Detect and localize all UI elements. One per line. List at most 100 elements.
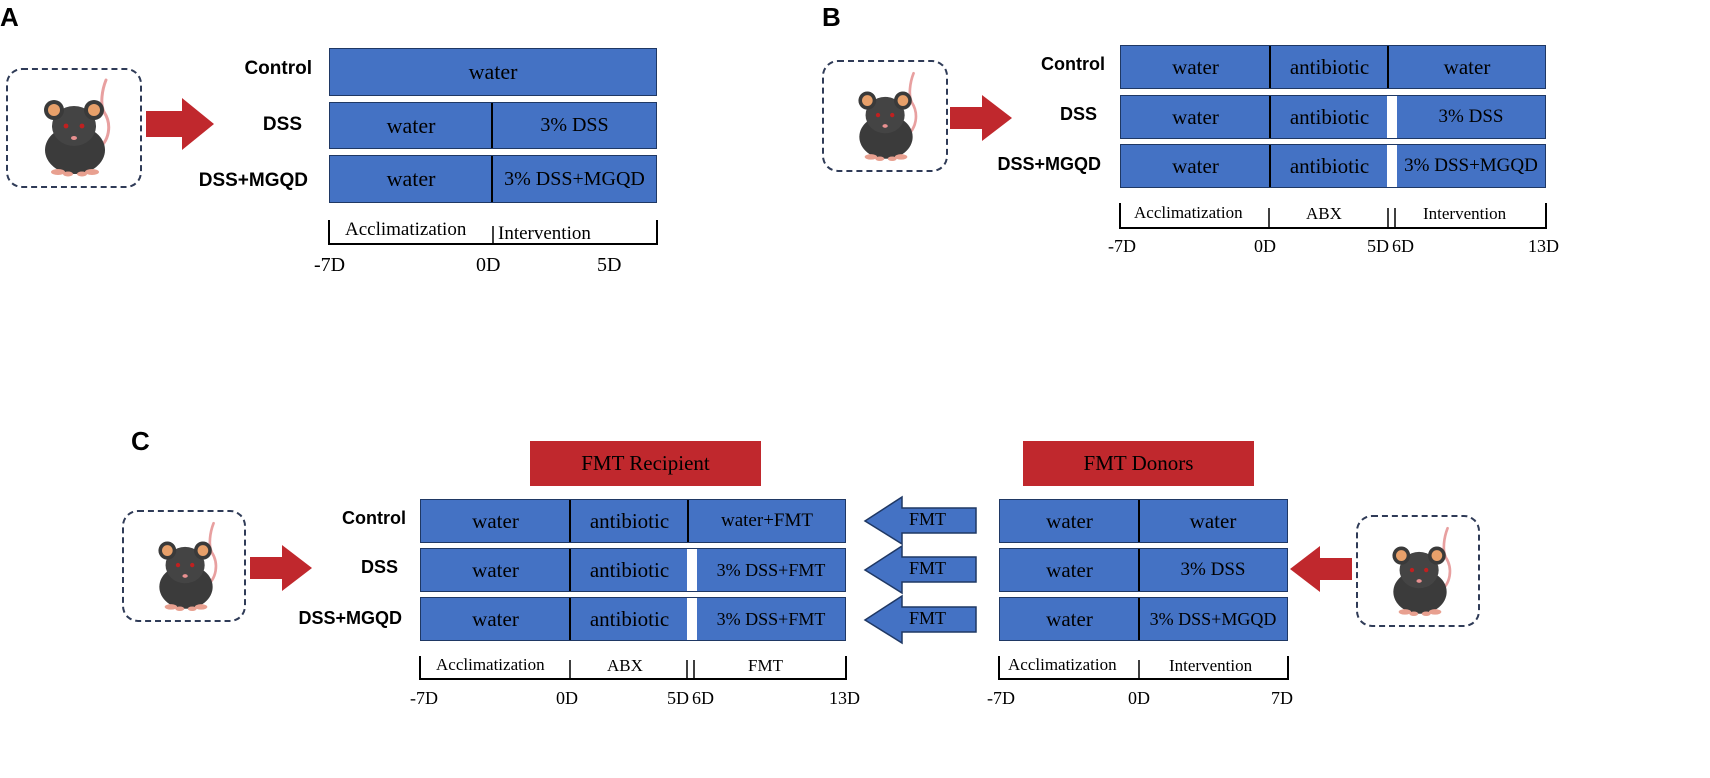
phase-fmt: FMT: [748, 656, 783, 675]
bar-divider: [1138, 598, 1140, 640]
tick-0d: 0D: [556, 688, 578, 708]
segment-3pct-dss-fmt: 3% DSS+FMT: [716, 608, 826, 629]
tick-5d: 5D: [667, 688, 689, 708]
segment-water: water: [472, 557, 519, 582]
segment-3pct-dss-mgqd: 3% DSS+MGQD: [1149, 608, 1277, 629]
segment-antibiotic: antibiotic: [589, 606, 670, 631]
tick-13d: 13D: [1528, 236, 1559, 256]
panel-c-left-red-arrow: [250, 545, 312, 591]
fmt-donors-header: FMT Donors: [1023, 441, 1254, 486]
segment-water: water: [1172, 54, 1219, 79]
fmt-arrow-control: [863, 495, 977, 546]
segment-water: water: [1046, 606, 1093, 631]
bar-divider: [491, 156, 493, 202]
panel-b-letter: B: [822, 2, 841, 32]
segment-3pct-dss: 3% DSS: [1438, 106, 1504, 127]
mouse-icon: [158, 521, 218, 611]
mouse-icon: [44, 78, 111, 177]
panel-b-bar-control: water antibiotic water: [1120, 45, 1546, 89]
bar-divider: [1138, 500, 1140, 542]
panel-c-row-label-dss-mgqd: DSS+MGQD: [298, 608, 402, 628]
phase-abx: ABX: [1306, 204, 1342, 223]
segment-antibiotic: antibiotic: [1289, 54, 1370, 79]
segment-water: water: [472, 508, 519, 533]
panel-a-bar-control: water: [329, 48, 657, 96]
panel-b-bar-dss: water antibiotic 3% DSS: [1120, 95, 1546, 139]
panel-a-bar-dss: water 3% DSS: [329, 102, 657, 149]
segment-water: water: [386, 112, 436, 138]
tick-5d: 5D: [597, 254, 622, 276]
bar-divider: [1138, 549, 1140, 591]
panel-c-donor-bar-dss: water 3% DSS: [999, 548, 1288, 592]
segment-3pct-dss-mgqd: 3% DSS+MGQD: [504, 167, 645, 190]
fmt-arrow-dss: [863, 544, 977, 595]
fmt-arrow-label: FMT: [909, 608, 947, 628]
mouse-icon: [1392, 526, 1452, 616]
panel-c-row-label-dss: DSS: [360, 557, 398, 577]
segment-water: water: [1046, 508, 1093, 533]
tick-0d: 0D: [1254, 236, 1276, 256]
bar-divider: [1387, 46, 1389, 88]
phase-acclimatization: Acclimatization: [345, 219, 467, 240]
bar-divider: [569, 500, 571, 542]
phase-acclimatization: Acclimatization: [1134, 203, 1243, 222]
bar-divider: [491, 103, 493, 148]
panel-c-letter: C: [131, 426, 150, 456]
panel-c-donor-bar-control: water water: [999, 499, 1288, 543]
panel-a-bar-dss-mgqd: water 3% DSS+MGQD: [329, 155, 657, 203]
bar-gap: [1387, 96, 1397, 138]
panel-b-row-label-dss: DSS: [1059, 104, 1097, 124]
bar-gap: [687, 598, 697, 640]
tick-minus-7d: -7D: [314, 254, 346, 276]
panel-a-row-label-control: Control: [244, 58, 312, 79]
panel-c-right-red-arrow: [1290, 546, 1352, 592]
fmt-arrow-label: FMT: [909, 558, 947, 578]
bar-divider: [687, 500, 689, 542]
bar-gap: [1387, 145, 1397, 187]
segment-antibiotic: antibiotic: [589, 557, 670, 582]
tick-minus-7d: -7D: [1108, 236, 1136, 256]
tick-6d: 6D: [692, 688, 714, 708]
segment-water: water: [386, 166, 436, 191]
panel-b-row-label-dss-mgqd: DSS+MGQD: [997, 154, 1101, 174]
tick-minus-7d: -7D: [410, 688, 438, 708]
phase-acclimatization: Acclimatization: [436, 655, 545, 674]
panel-b-red-arrow: [950, 95, 1012, 141]
panel-b-row-label-control: Control: [1041, 54, 1105, 74]
bar-gap: [687, 549, 697, 591]
segment-water: water: [1443, 54, 1491, 79]
segment-3pct-dss: 3% DSS: [1180, 559, 1246, 580]
panel-c-donor-bar-dss-mgqd: water 3% DSS+MGQD: [999, 597, 1288, 641]
segment-3pct-dss-mgqd: 3% DSS+MGQD: [1404, 155, 1538, 176]
tick-0d: 0D: [1128, 688, 1150, 708]
segment-antibiotic: antibiotic: [1289, 104, 1370, 129]
tick-minus-7d: -7D: [987, 688, 1015, 708]
phase-intervention: Intervention: [1169, 656, 1253, 675]
phase-intervention: Intervention: [498, 223, 591, 244]
panel-c-row-label-control: Control: [342, 508, 406, 528]
segment-water: water: [1172, 153, 1219, 178]
bar-divider: [1269, 96, 1271, 138]
bar-divider: [1269, 46, 1271, 88]
segment-water: water: [1172, 104, 1219, 129]
tick-13d: 13D: [829, 688, 860, 708]
panel-c-recipient-bar-dss-mgqd: water antibiotic 3% DSS+FMT: [420, 597, 846, 641]
fmt-arrow-label: FMT: [909, 509, 947, 529]
panel-b-mouse-box: [822, 60, 948, 172]
phase-intervention: Intervention: [1423, 204, 1507, 223]
tick-7d: 7D: [1271, 688, 1293, 708]
tick-0d: 0D: [476, 254, 501, 276]
fmt-recipient-header: FMT Recipient: [530, 441, 761, 486]
segment-water: water: [1046, 557, 1093, 582]
bar-divider: [569, 549, 571, 591]
fmt-arrow-dss-mgqd: [863, 594, 977, 645]
panel-c-recipient-bar-control: water antibiotic water+FMT: [420, 499, 846, 543]
segment-water: water: [472, 606, 519, 631]
tick-5d: 5D: [1367, 236, 1389, 256]
panel-a-row-label-dss-mgqd: DSS+MGQD: [198, 170, 308, 191]
panel-b-bar-dss-mgqd: water antibiotic 3% DSS+MGQD: [1120, 144, 1546, 188]
